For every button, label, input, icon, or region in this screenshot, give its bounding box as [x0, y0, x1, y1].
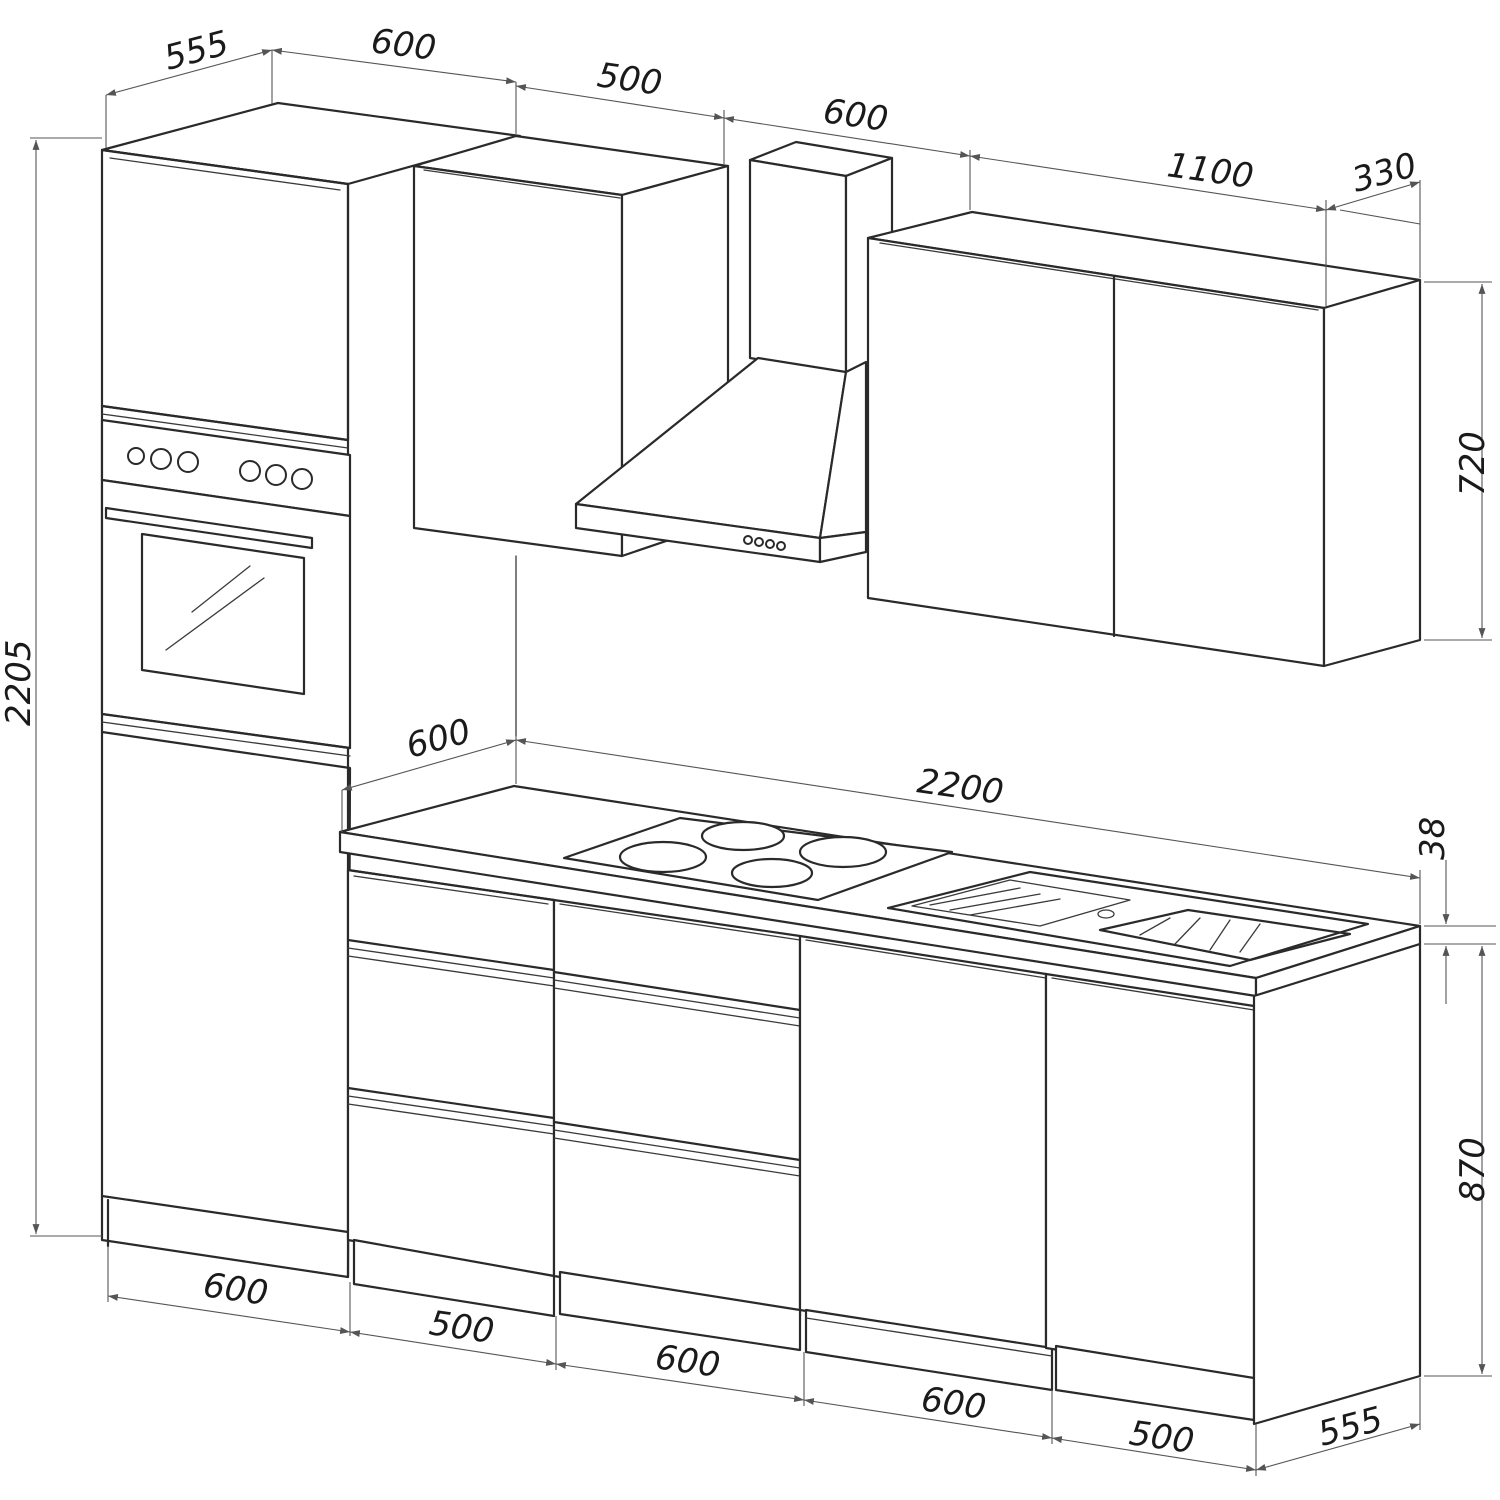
base-cabinets — [346, 868, 1422, 1426]
dim-total-height: 2205 — [0, 639, 39, 726]
dimension-lines — [30, 47, 1496, 1476]
dim-worktop-width: 2200 — [915, 761, 1006, 813]
tall-cabinet — [100, 101, 522, 1279]
hood-buttons-icon — [743, 535, 786, 551]
oven-window-icon — [140, 532, 306, 696]
dim-bottom-drawer-600: 600 — [653, 1337, 723, 1386]
extractor-hood — [574, 140, 894, 564]
dim-wall-depth: 330 — [1348, 145, 1421, 200]
dim-worktop-thickness: 38 — [1413, 817, 1453, 860]
dim-wall-1100: 1100 — [1165, 145, 1256, 197]
dim-wall-height: 720 — [1453, 431, 1493, 496]
wall-cabinet-1100 — [866, 210, 1422, 668]
dim-worktop-depth: 600 — [402, 711, 475, 766]
dim-bottom-drawer-500: 500 — [427, 1303, 497, 1352]
oven-handle-icon — [104, 506, 314, 550]
dim-bottom-door-500: 500 — [1127, 1413, 1197, 1462]
dim-base-height: 870 — [1453, 1137, 1493, 1202]
oven-knobs — [127, 447, 313, 490]
dim-wall-500: 500 — [595, 55, 665, 104]
dim-bottom-tall: 600 — [201, 1265, 271, 1314]
dim-hood-600: 600 — [821, 91, 891, 140]
dim-tall-width: 600 — [369, 21, 438, 69]
dim-tall-depth: 555 — [160, 23, 233, 78]
dim-bottom-depth: 555 — [1314, 1399, 1387, 1454]
dim-bottom-door-600: 600 — [919, 1379, 989, 1428]
sink-icon — [886, 870, 1370, 968]
